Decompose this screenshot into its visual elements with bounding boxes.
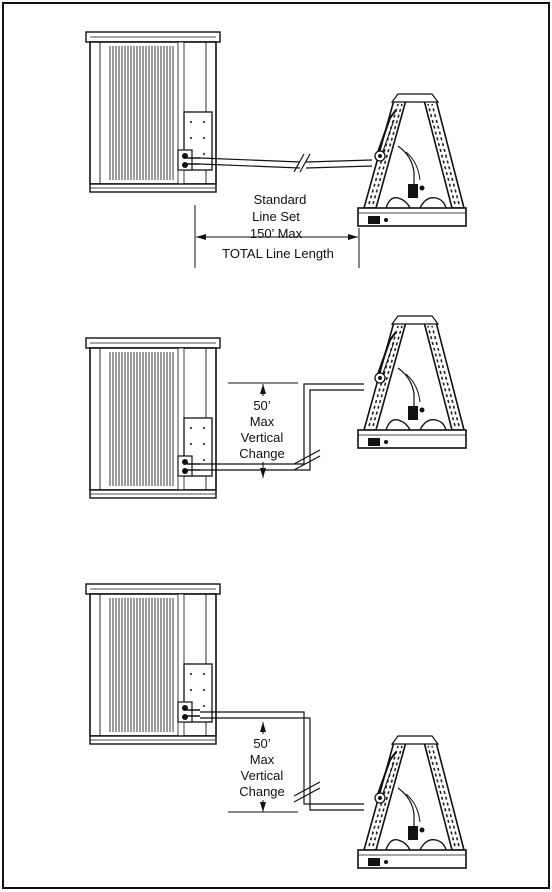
vertical-label-2: Max [250,752,275,767]
indoor-coil [357,93,467,227]
break-mark [293,781,321,803]
vertical-label-4: Change [239,446,285,461]
vertical-label-3: Vertical [241,430,284,445]
break-mark [293,449,321,471]
panel-outdoor-above: 50’ Max Vertical Change [85,583,467,869]
vertical-label-1: 50’ [253,736,270,751]
line-set-label-4: TOTAL Line Length [222,246,334,261]
indoor-coil [357,315,467,449]
break-mark [293,153,311,173]
panel-same-level: Standard Line Set 150’ Max TOTAL Line Le… [85,31,467,268]
line-set-label-2: Line Set [252,209,300,224]
vertical-label-4: Change [239,784,285,799]
vertical-label-1: 50’ [253,398,270,413]
line-set-label-3: 150’ Max [250,226,303,241]
outdoor-unit [85,31,221,193]
line-set-label-1: Standard [254,192,307,207]
indoor-coil [357,735,467,869]
panel-outdoor-below: 50’ Max Vertical Change [85,315,467,499]
vertical-label-2: Max [250,414,275,429]
outdoor-unit [85,337,221,499]
outdoor-unit [85,583,221,745]
vertical-label-3: Vertical [241,768,284,783]
